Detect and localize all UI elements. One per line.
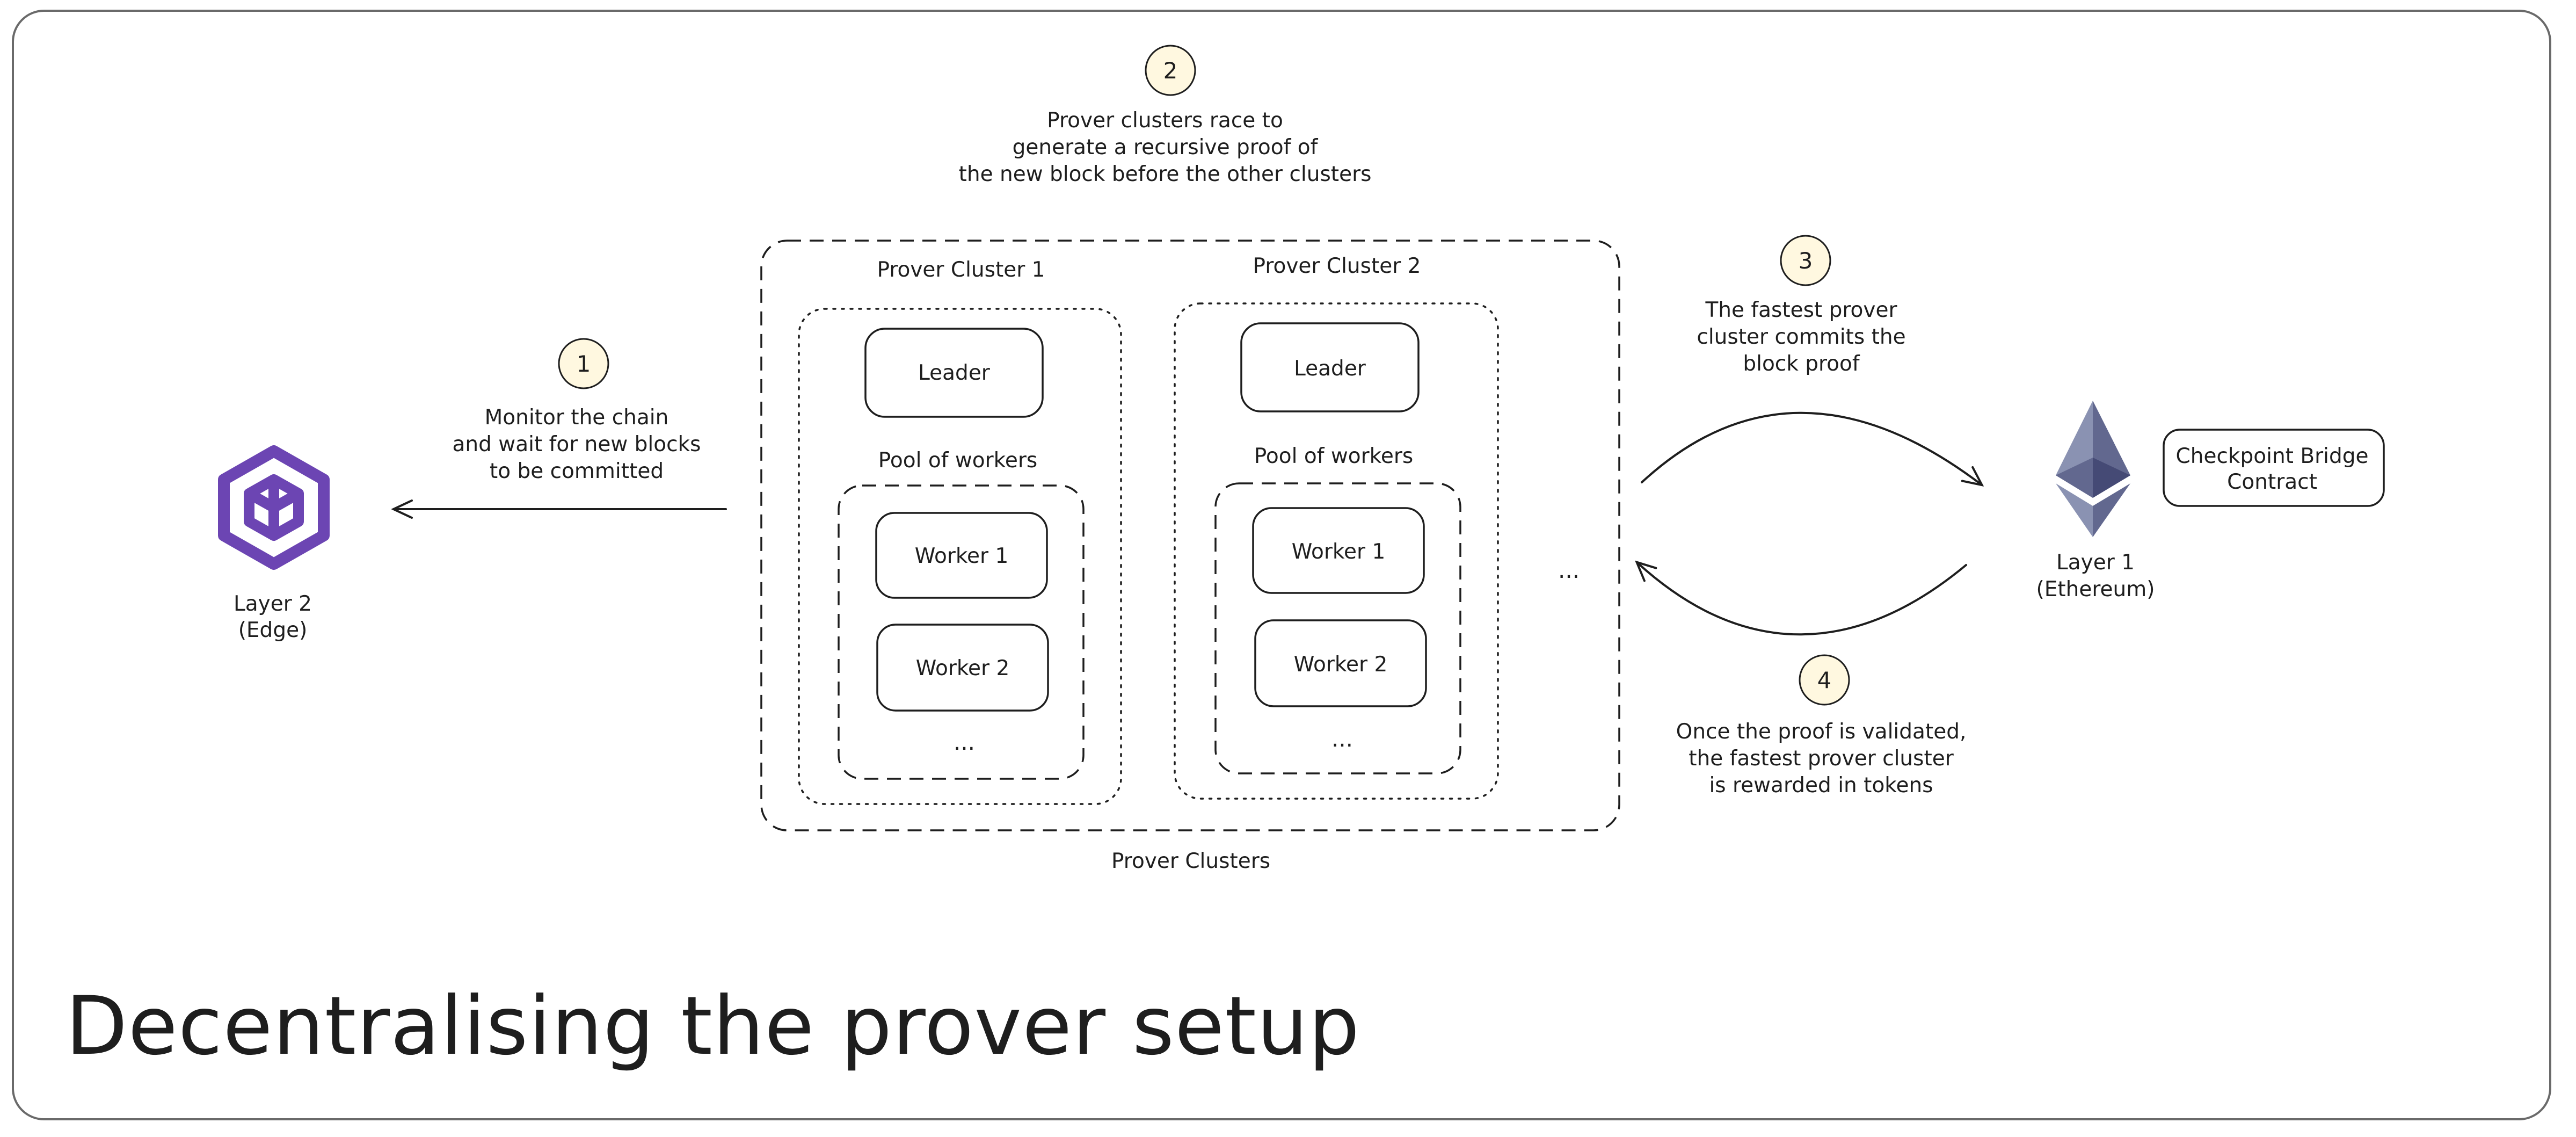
canvas-frame bbox=[12, 10, 2551, 1120]
arrow-commit-proof bbox=[1641, 411, 1981, 484]
prover-clusters-label: Prover Clusters bbox=[1111, 849, 1270, 873]
step-1-number: 1 bbox=[577, 351, 591, 377]
checkpoint-bridge-contract-node[interactable]: Checkpoint Bridge Contract bbox=[2163, 429, 2385, 507]
svg-text:(Ethereum): (Ethereum) bbox=[2036, 577, 2155, 602]
svg-text:Layer 2: Layer 2 bbox=[234, 592, 312, 616]
svg-text:Once the proof is validated,: Once the proof is validated, bbox=[1676, 720, 1967, 744]
step-2-badge: 2 bbox=[1145, 45, 1196, 96]
svg-text:Worker 1: Worker 1 bbox=[915, 544, 1009, 568]
prover-cluster-1: Prover Cluster 1 Leader Pool of workers … bbox=[798, 258, 1122, 805]
svg-text:and wait for new blocks: and wait for new blocks bbox=[453, 432, 701, 457]
polygon-edge-cube-icon bbox=[218, 445, 330, 570]
step-2-number: 2 bbox=[1163, 57, 1178, 84]
svg-text:to be committed: to be committed bbox=[490, 459, 664, 483]
svg-text:Leader: Leader bbox=[918, 361, 991, 385]
svg-text:is rewarded in tokens: is rewarded in tokens bbox=[1709, 773, 1933, 798]
cluster-2-worker-pool bbox=[1214, 482, 1461, 774]
svg-text:generate a recursive proof of: generate a recursive proof of bbox=[1013, 135, 1319, 160]
step-1-badge: 1 bbox=[558, 338, 609, 389]
step-3-description: The fastest prover cluster commits the b… bbox=[1697, 298, 1905, 376]
svg-text:Checkpoint Bridge: Checkpoint Bridge bbox=[2176, 444, 2369, 468]
page-title: Decentralising the prover setup bbox=[66, 980, 1360, 1073]
prover-cluster-1-box bbox=[798, 308, 1122, 805]
svg-text:(Edge): (Edge) bbox=[238, 618, 308, 642]
prover-cluster-2-box bbox=[1174, 302, 1499, 800]
step-4-number: 4 bbox=[1817, 667, 1832, 693]
svg-text:the fastest prover cluster: the fastest prover cluster bbox=[1689, 747, 1954, 771]
svg-text:Layer 1: Layer 1 bbox=[2056, 551, 2135, 575]
cluster-2-worker-1-node[interactable]: Worker 1 bbox=[1252, 507, 1425, 594]
svg-text:Worker 1: Worker 1 bbox=[1292, 540, 1386, 564]
cluster-1-worker-pool bbox=[838, 484, 1085, 780]
layer-1-label: Layer 1 (Ethereum) bbox=[2036, 551, 2155, 602]
step-3-badge: 3 bbox=[1780, 235, 1831, 286]
svg-text:The fastest prover: The fastest prover bbox=[1705, 298, 1897, 322]
arrow-reward bbox=[1638, 563, 1967, 636]
svg-text:Worker 2: Worker 2 bbox=[1294, 653, 1388, 677]
svg-text:Contract: Contract bbox=[2227, 470, 2317, 494]
step-4-badge: 4 bbox=[1799, 654, 1850, 706]
layer-2-label: Layer 2 (Edge) bbox=[234, 592, 312, 642]
cluster-2-leader-node[interactable]: Leader bbox=[1240, 322, 1420, 412]
cluster-2-worker-2-node[interactable]: Worker 2 bbox=[1254, 619, 1427, 707]
svg-text:Monitor the chain: Monitor the chain bbox=[485, 405, 669, 430]
cluster-1-more-workers: ... bbox=[954, 729, 975, 755]
cluster-1-leader-node[interactable]: Leader bbox=[864, 328, 1044, 418]
cluster-1-worker-2-node[interactable]: Worker 2 bbox=[876, 624, 1049, 712]
prover-cluster-1-title: Prover Cluster 1 bbox=[877, 258, 1045, 282]
cluster-1-worker-1-node[interactable]: Worker 1 bbox=[875, 512, 1048, 599]
svg-text:the new block before the other: the new block before the other clusters bbox=[959, 162, 1372, 186]
cluster-1-pool-label: Pool of workers bbox=[878, 448, 1037, 473]
step-2-description: Prover clusters race to generate a recur… bbox=[959, 108, 1372, 186]
cluster-2-pool-label: Pool of workers bbox=[1254, 444, 1413, 468]
more-clusters-ellipsis: ... bbox=[1558, 557, 1580, 583]
svg-text:block proof: block proof bbox=[1743, 352, 1860, 376]
cluster-2-more-workers: ... bbox=[1331, 726, 1353, 752]
step-3-number: 3 bbox=[1799, 248, 1813, 274]
step-1-description: Monitor the chain and wait for new block… bbox=[453, 405, 701, 483]
ethereum-diamond-icon bbox=[2056, 401, 2130, 537]
prover-cluster-2-title: Prover Cluster 2 bbox=[1253, 254, 1421, 278]
svg-text:Worker 2: Worker 2 bbox=[916, 656, 1010, 680]
svg-text:Prover clusters race to: Prover clusters race to bbox=[1047, 108, 1283, 133]
svg-text:cluster commits the: cluster commits the bbox=[1697, 325, 1905, 349]
prover-cluster-2: Prover Cluster 2 Leader Pool of workers … bbox=[1174, 254, 1499, 800]
svg-text:Leader: Leader bbox=[1294, 357, 1366, 381]
step-4-description: Once the proof is validated, the fastest… bbox=[1676, 720, 1967, 798]
prover-clusters-container bbox=[760, 240, 1620, 831]
